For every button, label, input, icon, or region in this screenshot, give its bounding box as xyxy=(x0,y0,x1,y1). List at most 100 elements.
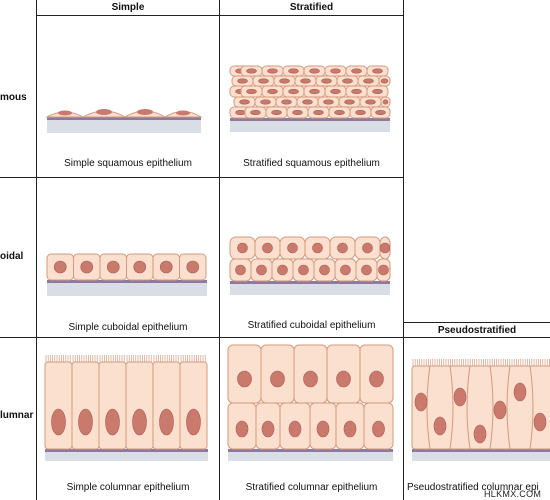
nucleus xyxy=(473,424,487,444)
row-label-columnar: lumnar xyxy=(0,410,34,421)
connective-tissue xyxy=(230,283,390,295)
grid-line xyxy=(36,15,404,16)
nucleus xyxy=(382,99,389,105)
nucleus xyxy=(298,264,309,276)
nucleus xyxy=(267,68,278,74)
nucleus xyxy=(235,264,246,276)
caption-simple-squamous: Simple squamous epithelium xyxy=(64,158,192,169)
nucleus xyxy=(365,99,376,105)
nucleus xyxy=(453,387,467,407)
nucleus xyxy=(246,88,257,94)
caption-simple-columnar: Simple columnar epithelium xyxy=(66,482,190,493)
cell-boundary xyxy=(489,365,494,450)
grid-line xyxy=(403,0,404,500)
nucleus xyxy=(321,78,332,84)
grid-line xyxy=(36,0,37,500)
nucleus xyxy=(316,420,330,438)
cell-boundary xyxy=(449,365,454,450)
nucleus xyxy=(133,260,147,274)
nucleus xyxy=(176,110,190,116)
nucleus xyxy=(363,78,374,84)
nucleus xyxy=(186,260,200,274)
nucleus xyxy=(330,88,341,94)
watermark: HLKMX.COM xyxy=(484,489,542,499)
nucleus xyxy=(493,400,507,420)
nucleus xyxy=(303,370,318,388)
row-label-cuboidal: oidal xyxy=(0,251,24,262)
nucleus xyxy=(355,109,366,115)
nucleus xyxy=(78,408,93,436)
nucleus xyxy=(260,99,271,105)
nucleus xyxy=(319,264,330,276)
nucleus xyxy=(287,242,298,254)
cell-boundary xyxy=(529,365,534,450)
nucleus xyxy=(288,68,299,74)
basement-membrane xyxy=(47,117,201,120)
basement-membrane xyxy=(228,449,393,452)
nucleus xyxy=(323,99,334,105)
cell-boundary xyxy=(426,365,431,450)
nucleus xyxy=(533,412,547,432)
cell-boundary xyxy=(466,365,471,450)
nucleus xyxy=(51,408,66,436)
nucleus xyxy=(106,260,120,274)
connective-tissue xyxy=(228,451,393,461)
caption-stratified-columnar: Stratified columnar epithelium xyxy=(245,482,378,493)
nucleus xyxy=(258,78,269,84)
nucleus xyxy=(237,370,252,388)
nucleus xyxy=(186,408,201,436)
nucleus xyxy=(433,416,447,436)
nucleus xyxy=(309,68,320,74)
stratified-squamous-illustration xyxy=(229,65,391,132)
nucleus xyxy=(261,420,275,438)
nucleus xyxy=(80,260,94,274)
nucleus xyxy=(262,242,273,254)
nucleus xyxy=(344,99,355,105)
nucleus xyxy=(281,99,292,105)
nucleus xyxy=(342,78,353,84)
grid-line xyxy=(0,177,404,178)
epithelial-cell xyxy=(125,361,154,450)
nucleus xyxy=(105,408,120,436)
nucleus xyxy=(513,382,527,402)
nucleus xyxy=(309,88,320,94)
nucleus xyxy=(351,88,362,94)
connective-tissue xyxy=(47,282,207,296)
nucleus xyxy=(361,264,372,276)
caption-simple-cuboidal: Simple cuboidal epithelium xyxy=(68,322,188,333)
connective-tissue xyxy=(47,119,201,133)
nucleus xyxy=(250,109,261,115)
nucleus xyxy=(340,264,351,276)
caption-pseudostratified-columnar: Pseudostratified columnar epi xyxy=(407,482,539,493)
nucleus xyxy=(132,408,147,436)
nucleus xyxy=(343,420,357,438)
connective-tissue xyxy=(412,451,550,461)
row-label-squamous: mous xyxy=(0,92,27,103)
basement-membrane xyxy=(45,449,208,452)
nucleus xyxy=(237,242,248,254)
nucleus xyxy=(372,88,383,94)
nucleus xyxy=(414,392,428,412)
nucleus xyxy=(336,370,351,388)
nucleus xyxy=(159,260,173,274)
connective-tissue xyxy=(230,120,390,132)
basement-membrane xyxy=(230,281,390,284)
nucleus xyxy=(369,370,384,388)
nucleus xyxy=(239,99,250,105)
caption-stratified-squamous: Stratified squamous epithelium xyxy=(243,158,380,169)
nucleus xyxy=(330,68,341,74)
epithelial-cell xyxy=(98,361,127,450)
nucleus xyxy=(58,110,72,116)
simple-squamous-illustration xyxy=(45,109,203,133)
stratified-columnar-illustration xyxy=(227,344,394,461)
nucleus xyxy=(362,242,373,254)
nucleus xyxy=(270,370,285,388)
basement-membrane xyxy=(230,118,390,121)
nucleus xyxy=(271,109,282,115)
nucleus xyxy=(237,78,248,84)
basement-membrane xyxy=(412,449,550,452)
stratified-cuboidal-illustration xyxy=(229,236,391,295)
nucleus xyxy=(288,420,302,438)
nucleus xyxy=(302,99,313,105)
nucleus xyxy=(351,68,362,74)
